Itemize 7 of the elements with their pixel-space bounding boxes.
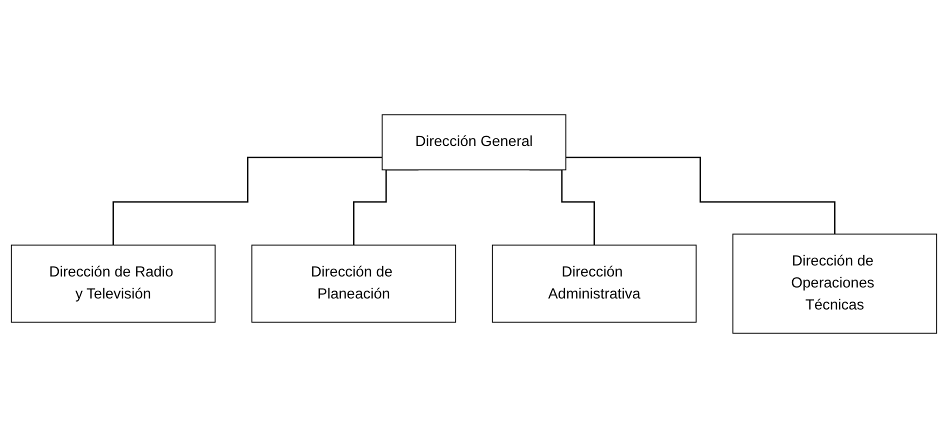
node-box: Dirección de Radio y Televisión: [10, 244, 216, 323]
connector: [566, 156, 836, 235]
node-box: Dirección General: [382, 114, 566, 170]
connector: [112, 156, 382, 246]
node-box: Dirección de Planeación: [251, 244, 456, 323]
node-box: Dirección Administrativa: [492, 244, 697, 323]
node-box: Dirección de Operaciones Técnicas: [732, 234, 938, 334]
